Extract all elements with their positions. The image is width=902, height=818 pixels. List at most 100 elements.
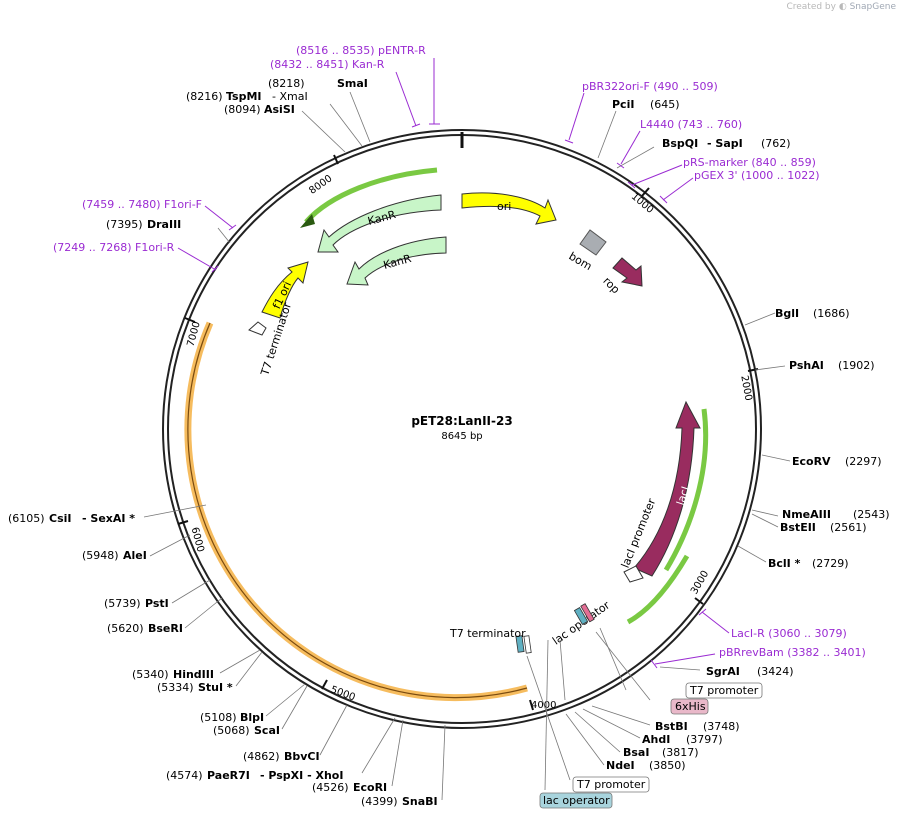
credit-brand: SnapGene [849, 2, 896, 12]
svg-text:(3748): (3748) [703, 720, 740, 733]
kanr-arrow-2 [346, 236, 447, 286]
svg-text:(2297): (2297) [845, 455, 882, 468]
svg-text:BlpI: BlpI [240, 711, 264, 724]
svg-text:(3817): (3817) [662, 746, 699, 759]
svg-text:T7 promoter: T7 promoter [689, 684, 759, 697]
svg-text:- SexAI *: - SexAI * [82, 512, 135, 525]
green-feature-top [304, 167, 438, 224]
svg-text:SmaI: SmaI [337, 77, 368, 90]
site-bstbi: BstBI (3748) [655, 720, 740, 733]
svg-text:(4574): (4574) [166, 769, 203, 782]
kanr-label-1: KanR [366, 208, 397, 228]
svg-text:lac operator: lac operator [543, 794, 610, 807]
site-psti: (5739) PstI [104, 597, 169, 610]
svg-text:(7395): (7395) [106, 218, 143, 231]
ori-label: ori [497, 200, 511, 213]
svg-text:6xHis: 6xHis [675, 700, 706, 713]
site-alei: (5948) AleI [82, 549, 147, 562]
site-ecori: (4526) EcoRI [312, 781, 387, 794]
svg-text:- XmaI: - XmaI [272, 90, 308, 103]
primer-l4440: L4440 (743 .. 760) [640, 118, 742, 131]
svg-text:PstI: PstI [145, 597, 169, 610]
his6-feature [580, 603, 595, 623]
primer-markers [177, 58, 730, 669]
site-bcli: BclI * (2729) [768, 557, 849, 570]
svg-text:(2729): (2729) [812, 557, 849, 570]
svg-text:PciI: PciI [612, 98, 634, 111]
site-bspqi: BspQI - SapI (762) [662, 137, 791, 150]
t7-terminator-bottom-label: T7 terminator [449, 627, 526, 640]
svg-text:CsiI: CsiI [49, 512, 71, 525]
svg-text:TspMI: TspMI [226, 90, 262, 103]
svg-text:(8094): (8094) [224, 103, 261, 116]
snapgene-credit: Created by ◐ SnapGene [786, 2, 896, 12]
site-bsai: BsaI (3817) [623, 746, 699, 759]
svg-text:T7 promoter: T7 promoter [576, 778, 646, 791]
site-ahdi: AhdI (3797) [642, 733, 723, 746]
box-t7-promoter-1: T7 promoter [685, 682, 763, 699]
site-pcii: PciI (645) [612, 98, 680, 111]
svg-text:(762): (762) [761, 137, 791, 150]
green-feature-top-tip [300, 214, 315, 228]
tick-label-5000: 5000 [329, 684, 357, 703]
kanr-arrow-1 [317, 194, 442, 253]
primer-pbrrevbam: pBRrevBam (3382 .. 3401) [719, 646, 866, 659]
primer-pbr322ori-f: pBR322ori-F (490 .. 509) [582, 80, 718, 93]
site-asisi: (8094) AsiSI [224, 103, 295, 116]
svg-text:BglI: BglI [775, 307, 799, 320]
tick-label-3000: 3000 [689, 569, 711, 597]
primer-kan-r: (8432 .. 8451) Kan-R [270, 58, 385, 71]
rop-arrow [612, 257, 643, 287]
f1ori-arrow [261, 261, 309, 319]
svg-text:(4399): (4399) [361, 795, 398, 808]
primer-laci-r: LacI-R (3060 .. 3079) [731, 627, 847, 640]
svg-text:- PspXI - XhoI: - PspXI - XhoI [260, 769, 343, 782]
site-nmeaiii: NmeAIII (2543) [782, 508, 890, 521]
site-paer7i: (4574) PaeR7I - PspXI - XhoI [166, 769, 343, 782]
site-leader-lines [143, 91, 791, 801]
rop-label: rop [600, 274, 622, 296]
svg-text:(5620): (5620) [107, 622, 144, 635]
svg-text:(3850): (3850) [649, 759, 686, 772]
svg-text:PaeR7I: PaeR7I [207, 769, 250, 782]
box-6xhis: 6xHis [670, 698, 709, 715]
svg-text:AsiSI: AsiSI [264, 103, 295, 116]
lac-operator-feature-2 [515, 635, 525, 653]
laci-label: lacI [674, 485, 692, 507]
site-ecorv: EcoRV (2297) [792, 455, 882, 468]
site-ndei: NdeI (3850) [606, 759, 686, 772]
t7-terminator-left-arrow [248, 321, 267, 336]
svg-text:(3797): (3797) [686, 733, 723, 746]
svg-text:AhdI: AhdI [642, 733, 670, 746]
svg-text:BspQI: BspQI [662, 137, 698, 150]
svg-text:(2543): (2543) [853, 508, 890, 521]
site-snabi: (4399) SnaBI [361, 795, 438, 808]
svg-text:HindIII: HindIII [173, 668, 214, 681]
plasmid-size: 8645 bp [441, 431, 482, 442]
svg-text:(1902): (1902) [838, 359, 875, 372]
svg-text:DraIII: DraIII [147, 218, 181, 231]
svg-text:(1686): (1686) [813, 307, 850, 320]
green-feature-right-1 [663, 408, 709, 572]
svg-text:BstEII: BstEII [780, 521, 816, 534]
site-bsteii: BstEII (2561) [780, 521, 867, 534]
orange-feature-core [187, 322, 528, 699]
site-tspmi: (8216) TspMI - XmaI [186, 90, 308, 103]
backbone-outer [162, 129, 762, 729]
svg-text:(645): (645) [650, 98, 680, 111]
svg-text:(5948): (5948) [82, 549, 119, 562]
svg-text:BstBI: BstBI [655, 720, 688, 733]
site-bseri: (5620) BseRI [107, 622, 183, 635]
site-csii: (6105) CsiI - SexAI * [8, 512, 135, 525]
tick-label-4000: 4000 [531, 700, 556, 711]
site-bbvci: (4862) BbvCI [243, 750, 320, 763]
svg-text:(5739): (5739) [104, 597, 141, 610]
svg-text:(4862): (4862) [243, 750, 280, 763]
svg-text:(5108): (5108) [200, 711, 237, 724]
svg-text:(5334): (5334) [157, 681, 194, 694]
credit-prefix: Created by [786, 2, 836, 12]
primer-prs-marker: pRS-marker (840 .. 859) [683, 156, 816, 169]
site-pshai: PshAI (1902) [789, 359, 875, 372]
plasmid-name: pET28:LanII-23 [411, 414, 512, 428]
svg-text:(5340): (5340) [132, 668, 169, 681]
